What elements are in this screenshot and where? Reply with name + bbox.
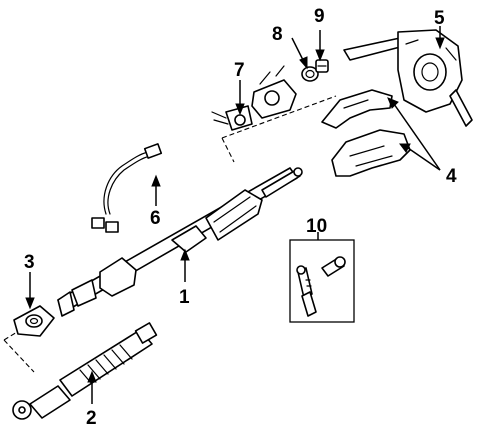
steering-column-part (57, 167, 303, 317)
dust-cover-part (13, 305, 55, 337)
callout-5: 5 (434, 8, 445, 29)
ignition-housing-part (211, 65, 297, 131)
callout-6: 6 (150, 208, 161, 229)
intermediate-shaft-part (12, 322, 158, 420)
wiring-harness-part (91, 143, 163, 233)
callout-1: 1 (179, 287, 190, 308)
callout-10: 10 (306, 216, 327, 237)
callout-3: 3 (24, 252, 35, 273)
key-lock-set-part (289, 239, 355, 323)
key-set-box (289, 239, 355, 323)
lock-cylinder-part (301, 66, 319, 82)
combination-switch-part (343, 29, 473, 127)
callout-4: 4 (446, 166, 457, 187)
callout-7: 7 (234, 60, 245, 81)
callout-8: 8 (272, 24, 283, 45)
clip-part (315, 59, 329, 73)
column-cover-upper-part (321, 89, 393, 129)
column-cover-lower-part (331, 129, 411, 177)
callout-9: 9 (314, 6, 325, 27)
callout-2: 2 (86, 408, 97, 429)
ignition-dashed-guide (221, 95, 337, 163)
leader-lines (25, 26, 445, 404)
